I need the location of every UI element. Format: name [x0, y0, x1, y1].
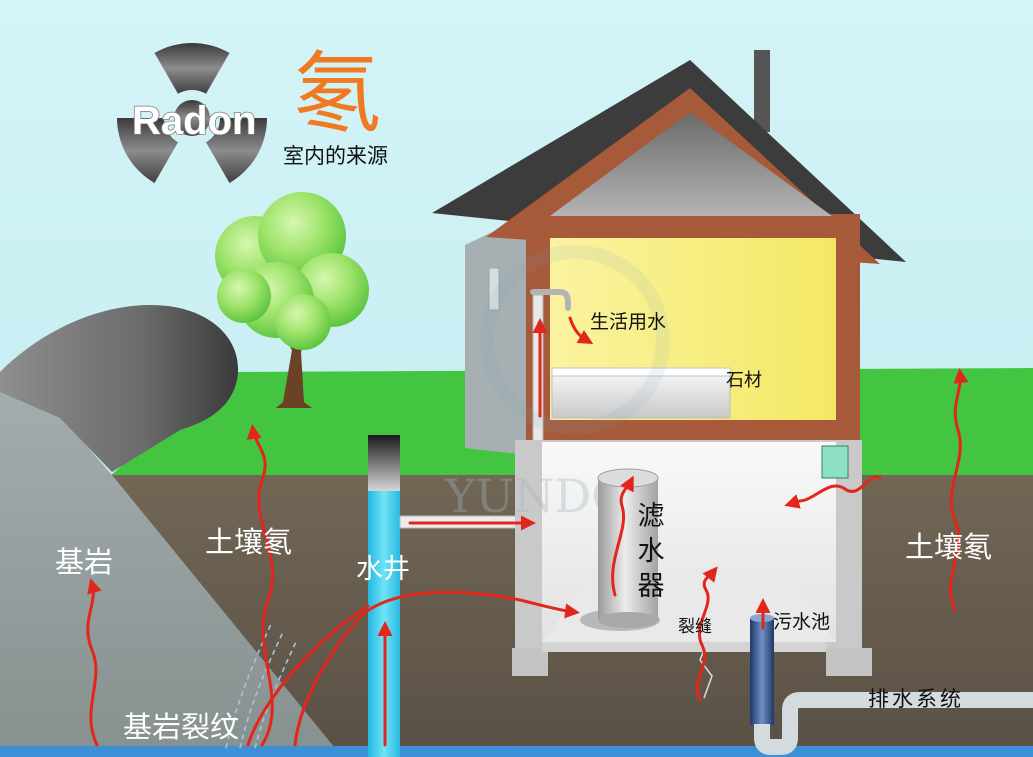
watermark-logo [480, 245, 670, 435]
label-bedrock: 基岩 [55, 545, 113, 579]
label-water-filter: 滤水器 [637, 501, 665, 602]
attic [550, 112, 832, 216]
label-bedrock-cracks: 基岩裂纹 [123, 710, 239, 744]
arrow-crack [695, 566, 718, 702]
arrow-faucet [568, 316, 594, 344]
radon-word: Radon [132, 99, 256, 143]
bedrock-crack-line [239, 629, 285, 749]
arrow-gutter-soil [784, 475, 882, 509]
label-well: 水井 [356, 554, 410, 585]
faucet-icon [530, 289, 571, 311]
arrow-crack-to-well [246, 604, 370, 747]
rock-hill [0, 304, 239, 472]
water-filter [580, 468, 660, 631]
groundwater [0, 746, 1033, 757]
bedrock-layer [0, 390, 335, 748]
label-soil-radon-right: 土壤氡 [905, 530, 992, 564]
house [432, 50, 906, 676]
tree-foliage [215, 192, 369, 350]
arrow-bedrock-radon [86, 578, 102, 747]
drainage-pipe [754, 692, 1033, 755]
label-drainage: 排水系统 [868, 687, 964, 711]
arrow-well-to-filter [293, 590, 580, 747]
footing-right [826, 648, 872, 676]
tree [215, 192, 369, 408]
label-sump: 污水池 [773, 611, 830, 633]
arrow-filter [611, 475, 634, 597]
house-side-wall [465, 215, 528, 455]
arrow-soil-radon-right [949, 368, 969, 612]
label-domestic-water: 生活用水 [590, 311, 666, 333]
downspout [488, 267, 500, 311]
bathtub [551, 367, 731, 419]
bedrock-crack-line [225, 621, 273, 749]
element-character: 氡 [293, 42, 381, 145]
basement-gutter-pipe [821, 445, 849, 479]
diagram-subtitle: 室内的来源 [283, 144, 388, 168]
footing-left [512, 648, 548, 676]
label-soil-radon-left: 土壤氡 [205, 525, 292, 559]
label-stone: 石材 [726, 370, 762, 391]
chimney [754, 50, 770, 132]
arrow-soil-radon-left [246, 424, 274, 747]
floor-slab [542, 642, 826, 652]
label-crack: 裂缝 [678, 617, 712, 637]
radiation-symbol-icon [117, 43, 267, 183]
sump-pit [750, 618, 774, 725]
